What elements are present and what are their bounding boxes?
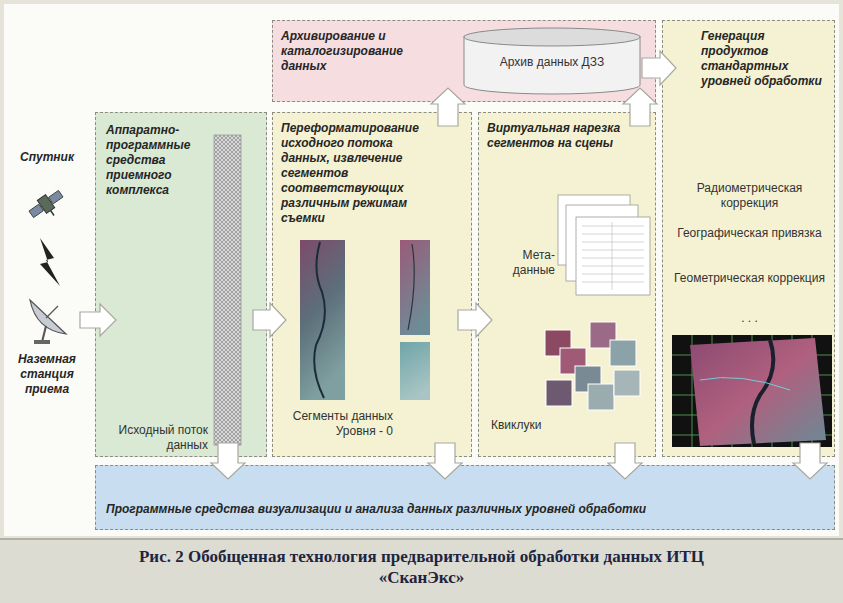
text-holder: Программные средства визуализации и анал… (106, 502, 826, 517)
text-holder: Сегменты данных Уровня - 0 (281, 409, 393, 439)
block-arrow (793, 443, 827, 479)
block-arrow (623, 88, 657, 126)
text-holder: . . . (669, 311, 830, 326)
box-text: Исходный поток данных (108, 423, 208, 453)
text-holder: Генерация продуктов стандартных уровней … (701, 29, 831, 89)
block-arrow (642, 51, 676, 85)
software-band: Программные средства визуализации и анал… (95, 465, 835, 530)
box-label: Генерация продуктов стандартных уровней … (701, 29, 831, 89)
caption-holder: Рис. 2 Обобщенная технология предварител… (0, 546, 843, 588)
figure-caption: Рис. 2 Обобщенная технология предварител… (129, 546, 714, 588)
text-holder: Геометрическая коррекция (669, 271, 830, 286)
metadata-sheets (558, 195, 650, 295)
text-holder: Исходный поток данных (108, 423, 208, 453)
box-label: Аппаратно-программные средства приемного… (106, 123, 210, 198)
box-label: Архивирование и каталогизирование данных (281, 29, 451, 74)
box-text: Мета-данные (493, 248, 555, 278)
raw-stream-bar (214, 135, 241, 445)
box-text: Географическая привязка (669, 226, 830, 241)
box-text: Геометрическая коррекция (669, 271, 830, 286)
segment-images (300, 240, 430, 400)
box-label: Виртуальная нарезка сегментов на сцены (487, 121, 622, 151)
text-holder: Наземная станция приема (6, 352, 88, 397)
text-holder: Аппаратно-программные средства приемного… (106, 123, 210, 198)
block-arrow (428, 443, 462, 479)
block-arrow (608, 443, 642, 479)
block-arrow (253, 303, 286, 337)
text-holder: Виртуальная нарезка сегментов на сцены (487, 121, 622, 151)
archive-cylinder: Архив данных ДЗЗ (463, 27, 641, 95)
text-holder: Мета-данные (493, 248, 555, 278)
text-holder: Переформатирование исходного потока данн… (281, 121, 429, 226)
input-arrow (80, 304, 116, 336)
box-label: Переформатирование исходного потока данн… (281, 121, 429, 226)
product-map (672, 335, 832, 447)
block-arrow (211, 443, 245, 479)
box-label: Архив данных ДЗЗ (473, 55, 631, 70)
box-text: Сегменты данных Уровня - 0 (281, 409, 393, 439)
free-label: Спутник (10, 150, 84, 165)
free-label: Наземная станция приема (6, 352, 88, 397)
signal-lightning (40, 238, 60, 286)
box-label: Программные средства визуализации и анал… (106, 502, 826, 517)
block-arrow (458, 303, 492, 337)
text-holder: Географическая привязка (669, 226, 830, 241)
text-holder: Радиометрическая коррекция (669, 181, 830, 211)
text-holder: Архивирование и каталогизирование данных (281, 29, 451, 74)
archive-box: Архивирование и каталогизирование данных… (272, 20, 656, 102)
box-text: . . . (669, 311, 830, 326)
box-text: Радиометрическая коррекция (669, 181, 830, 211)
quicklook-tiles (545, 322, 640, 410)
block-arrow (431, 88, 465, 126)
text-holder: Спутник (10, 150, 84, 165)
ground-station-icon (30, 300, 66, 344)
text-holder: Квиклуки (491, 418, 571, 433)
text-holder: Архив данных ДЗЗ (473, 55, 631, 70)
satellite-icon (27, 187, 69, 226)
box-text: Квиклуки (491, 418, 571, 433)
